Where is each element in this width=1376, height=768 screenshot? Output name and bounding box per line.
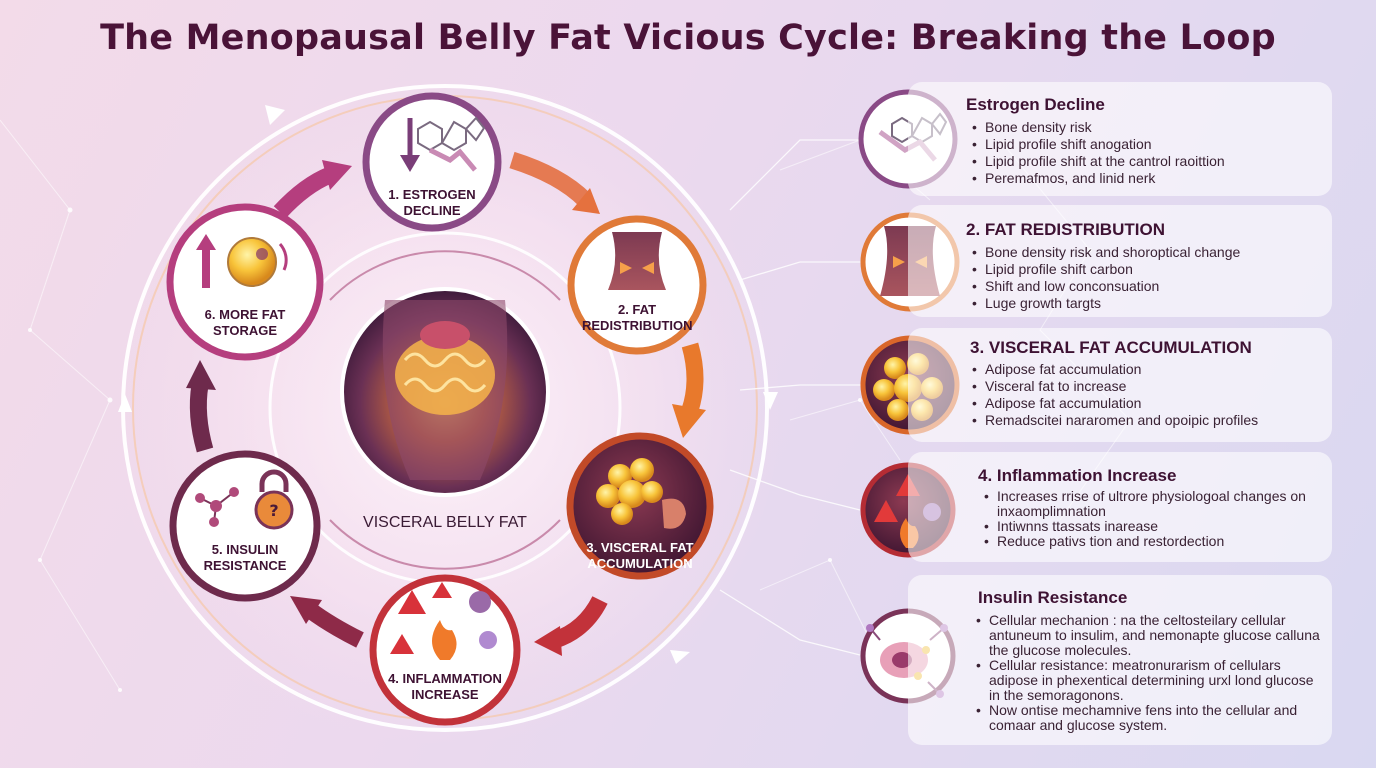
panel-fat-redistribution: 2. FAT REDISTRIBUTION Bone density risk … bbox=[908, 205, 1332, 317]
step-2-node bbox=[567, 215, 707, 355]
panel-title: 2. FAT REDISTRIBUTION bbox=[966, 220, 1165, 239]
panel-insulin-resistance: Insulin Resistance Cellular mechanion : … bbox=[908, 575, 1332, 745]
visceral-belly-illustration bbox=[340, 287, 550, 497]
step-3-label: 3. VISCERAL FAT ACCUMULATION bbox=[586, 540, 694, 571]
list-item: Visceral fat to increase bbox=[972, 378, 1258, 395]
panel-estrogen-decline: Estrogen Decline Bone density risk Lipid… bbox=[908, 82, 1332, 196]
step-4-node bbox=[369, 574, 521, 726]
panel-title: Insulin Resistance bbox=[978, 588, 1128, 607]
list-item: Lipid profile shift anogation bbox=[972, 136, 1225, 153]
panel-list: Bone density risk and shoroptical change… bbox=[972, 244, 1240, 312]
panel-title: 4. Inflammation Increase bbox=[978, 466, 1177, 485]
list-item: Shift and low conconsuation bbox=[972, 278, 1240, 295]
step-5-node: ? bbox=[169, 450, 321, 602]
list-item: Remadscitei nararomen and opoipic profil… bbox=[972, 412, 1258, 429]
cycle-arrows bbox=[186, 151, 706, 656]
torso-icon bbox=[863, 215, 955, 307]
fat-cells-icon bbox=[863, 338, 955, 430]
list-item: Peremafmos, and linid nerk bbox=[972, 170, 1225, 187]
insulin-lock-molecule-icon: ? bbox=[195, 469, 294, 530]
list-item: Reduce pativs tion and restordection bbox=[984, 534, 1324, 550]
panel-title: 3. VISCERAL FAT ACCUMULATION bbox=[970, 338, 1252, 357]
step-1-node bbox=[362, 92, 502, 232]
panel-list: Adipose fat accumulation Visceral fat to… bbox=[972, 361, 1258, 429]
list-item: Increases rrise of ultrore physiologoal … bbox=[984, 489, 1324, 519]
panel-list: Increases rrise of ultrore physiologoal … bbox=[984, 489, 1324, 550]
arrow-6-to-1 bbox=[273, 167, 334, 218]
fat-cells-organ-icon bbox=[596, 458, 686, 529]
arrow-1-to-2 bbox=[509, 151, 592, 207]
page-title: The Menopausal Belly Fat Vicious Cycle: … bbox=[100, 18, 1276, 58]
panel-connectors bbox=[719, 139, 862, 656]
insulin-receptor-cell-icon bbox=[862, 610, 954, 702]
list-item: Adipose fat accumulation bbox=[972, 361, 1258, 378]
panel-list: Cellular mechanion : na the celtosteilar… bbox=[976, 613, 1324, 733]
svg-text:?: ? bbox=[269, 501, 278, 520]
inflammation-icon bbox=[862, 464, 954, 556]
list-item: Cellular mechanion : na the celtosteilar… bbox=[976, 613, 1324, 658]
panel-list: Bone density risk Lipid profile shift an… bbox=[972, 119, 1225, 187]
list-item: Bone density risk bbox=[972, 119, 1225, 136]
estrogen-molecule-icon bbox=[861, 92, 953, 184]
list-item: Adipose fat accumulation bbox=[972, 395, 1258, 412]
step-6-node bbox=[166, 203, 324, 361]
list-item: Bone density risk and shoroptical change bbox=[972, 244, 1240, 261]
step-3-node bbox=[566, 432, 714, 580]
center-label: VISCERAL BELLY FAT bbox=[363, 514, 527, 531]
panel-inflammation-increase: 4. Inflammation Increase Increases rrise… bbox=[908, 452, 1332, 562]
inflammation-warning-fire-icon bbox=[390, 582, 497, 660]
step-4-label: 4. INFLAMMATION INCREASE bbox=[388, 671, 502, 702]
list-item: Lipid profile shift carbon bbox=[972, 261, 1240, 278]
step-2-label: 2. FAT REDISTRIBUTION bbox=[582, 302, 693, 333]
arrow-2-to-3 bbox=[681, 342, 704, 413]
list-item: Luge growth targts bbox=[972, 295, 1240, 312]
list-item: Intiwnns ttassats inarease bbox=[984, 519, 1324, 535]
step-5-label: 5. INSULIN RESISTANCE bbox=[203, 542, 287, 573]
panel-title: Estrogen Decline bbox=[966, 95, 1105, 114]
fat-cell-up-arrow-icon bbox=[196, 234, 288, 288]
arrow-5-to-6 bbox=[189, 383, 214, 453]
list-item: Lipid profile shift at the cantrol raoit… bbox=[972, 153, 1225, 170]
list-item: Now ontise mechamnive fens into the cell… bbox=[976, 703, 1324, 733]
step-1-label: 1. ESTROGEN DECLINE bbox=[388, 187, 476, 218]
step-6-label: 6. MORE FAT STORAGE bbox=[204, 307, 286, 338]
list-item: Cellular resistance: meatronurarism of c… bbox=[976, 658, 1324, 703]
panel-visceral-fat-accumulation: 3. VISCERAL FAT ACCUMULATION Adipose fat… bbox=[908, 328, 1332, 442]
torso-fat-redistribution-icon bbox=[608, 232, 666, 290]
